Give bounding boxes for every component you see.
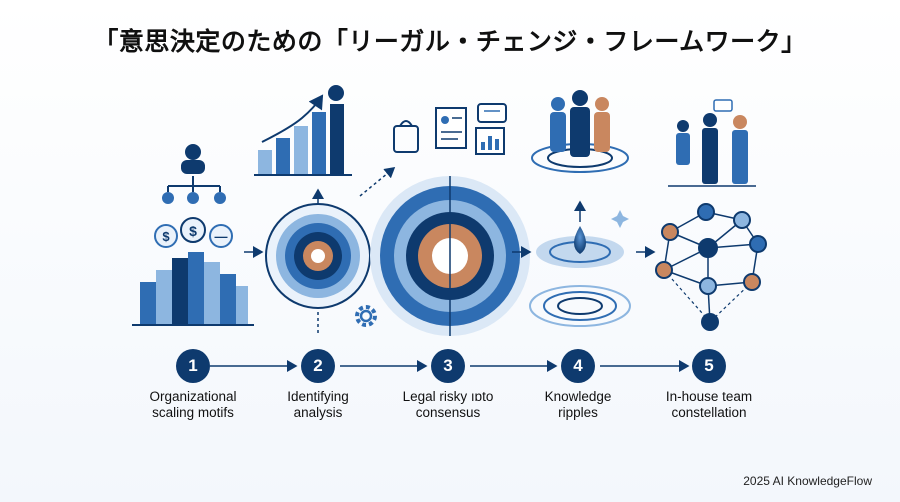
coin-label-3: — — [215, 229, 228, 244]
target-3 — [370, 176, 530, 336]
step-1-number: 1 — [176, 349, 210, 383]
footer-credit: 2025 AI KnowledgeFlow — [743, 474, 872, 488]
people-group-icon — [550, 90, 610, 157]
step-2-number: 2 — [301, 349, 335, 383]
stage-1-illustration: $ $ — — [132, 144, 254, 326]
coin-label-1: $ — [162, 229, 170, 244]
growth-chart-icon — [254, 85, 352, 176]
gear-icon — [355, 305, 377, 327]
step-1-label: Organizational scaling motifs — [149, 389, 237, 420]
step-3-label: Legal risky ıɒto consensus — [402, 389, 494, 420]
sparkle-icon — [611, 210, 629, 228]
ripple-bottom — [529, 285, 631, 327]
page-title: 「意思決定のための「リーガル・チェンジ・フレームワーク」 — [93, 27, 807, 56]
dashed-arrow-up — [359, 167, 396, 197]
step-4-number: 4 — [561, 349, 595, 383]
coin-label-2: $ — [189, 223, 197, 239]
coin-bubbles: $ $ — — [154, 217, 233, 248]
step-5-number: 5 — [692, 349, 726, 383]
org-chart-icon — [162, 144, 226, 204]
step-2-label: Identifying analysis — [287, 389, 349, 420]
network-graph — [655, 203, 767, 331]
building-bars — [132, 252, 254, 326]
step-3-number: 3 — [431, 349, 465, 383]
step-4-label: Knowledge ripples — [544, 389, 612, 420]
business-team-icon — [668, 99, 756, 187]
water-drop-ripples — [536, 226, 624, 268]
documents-icon — [393, 103, 507, 155]
target-2 — [265, 203, 371, 309]
step-5-label: In-house team constellation — [665, 389, 753, 420]
